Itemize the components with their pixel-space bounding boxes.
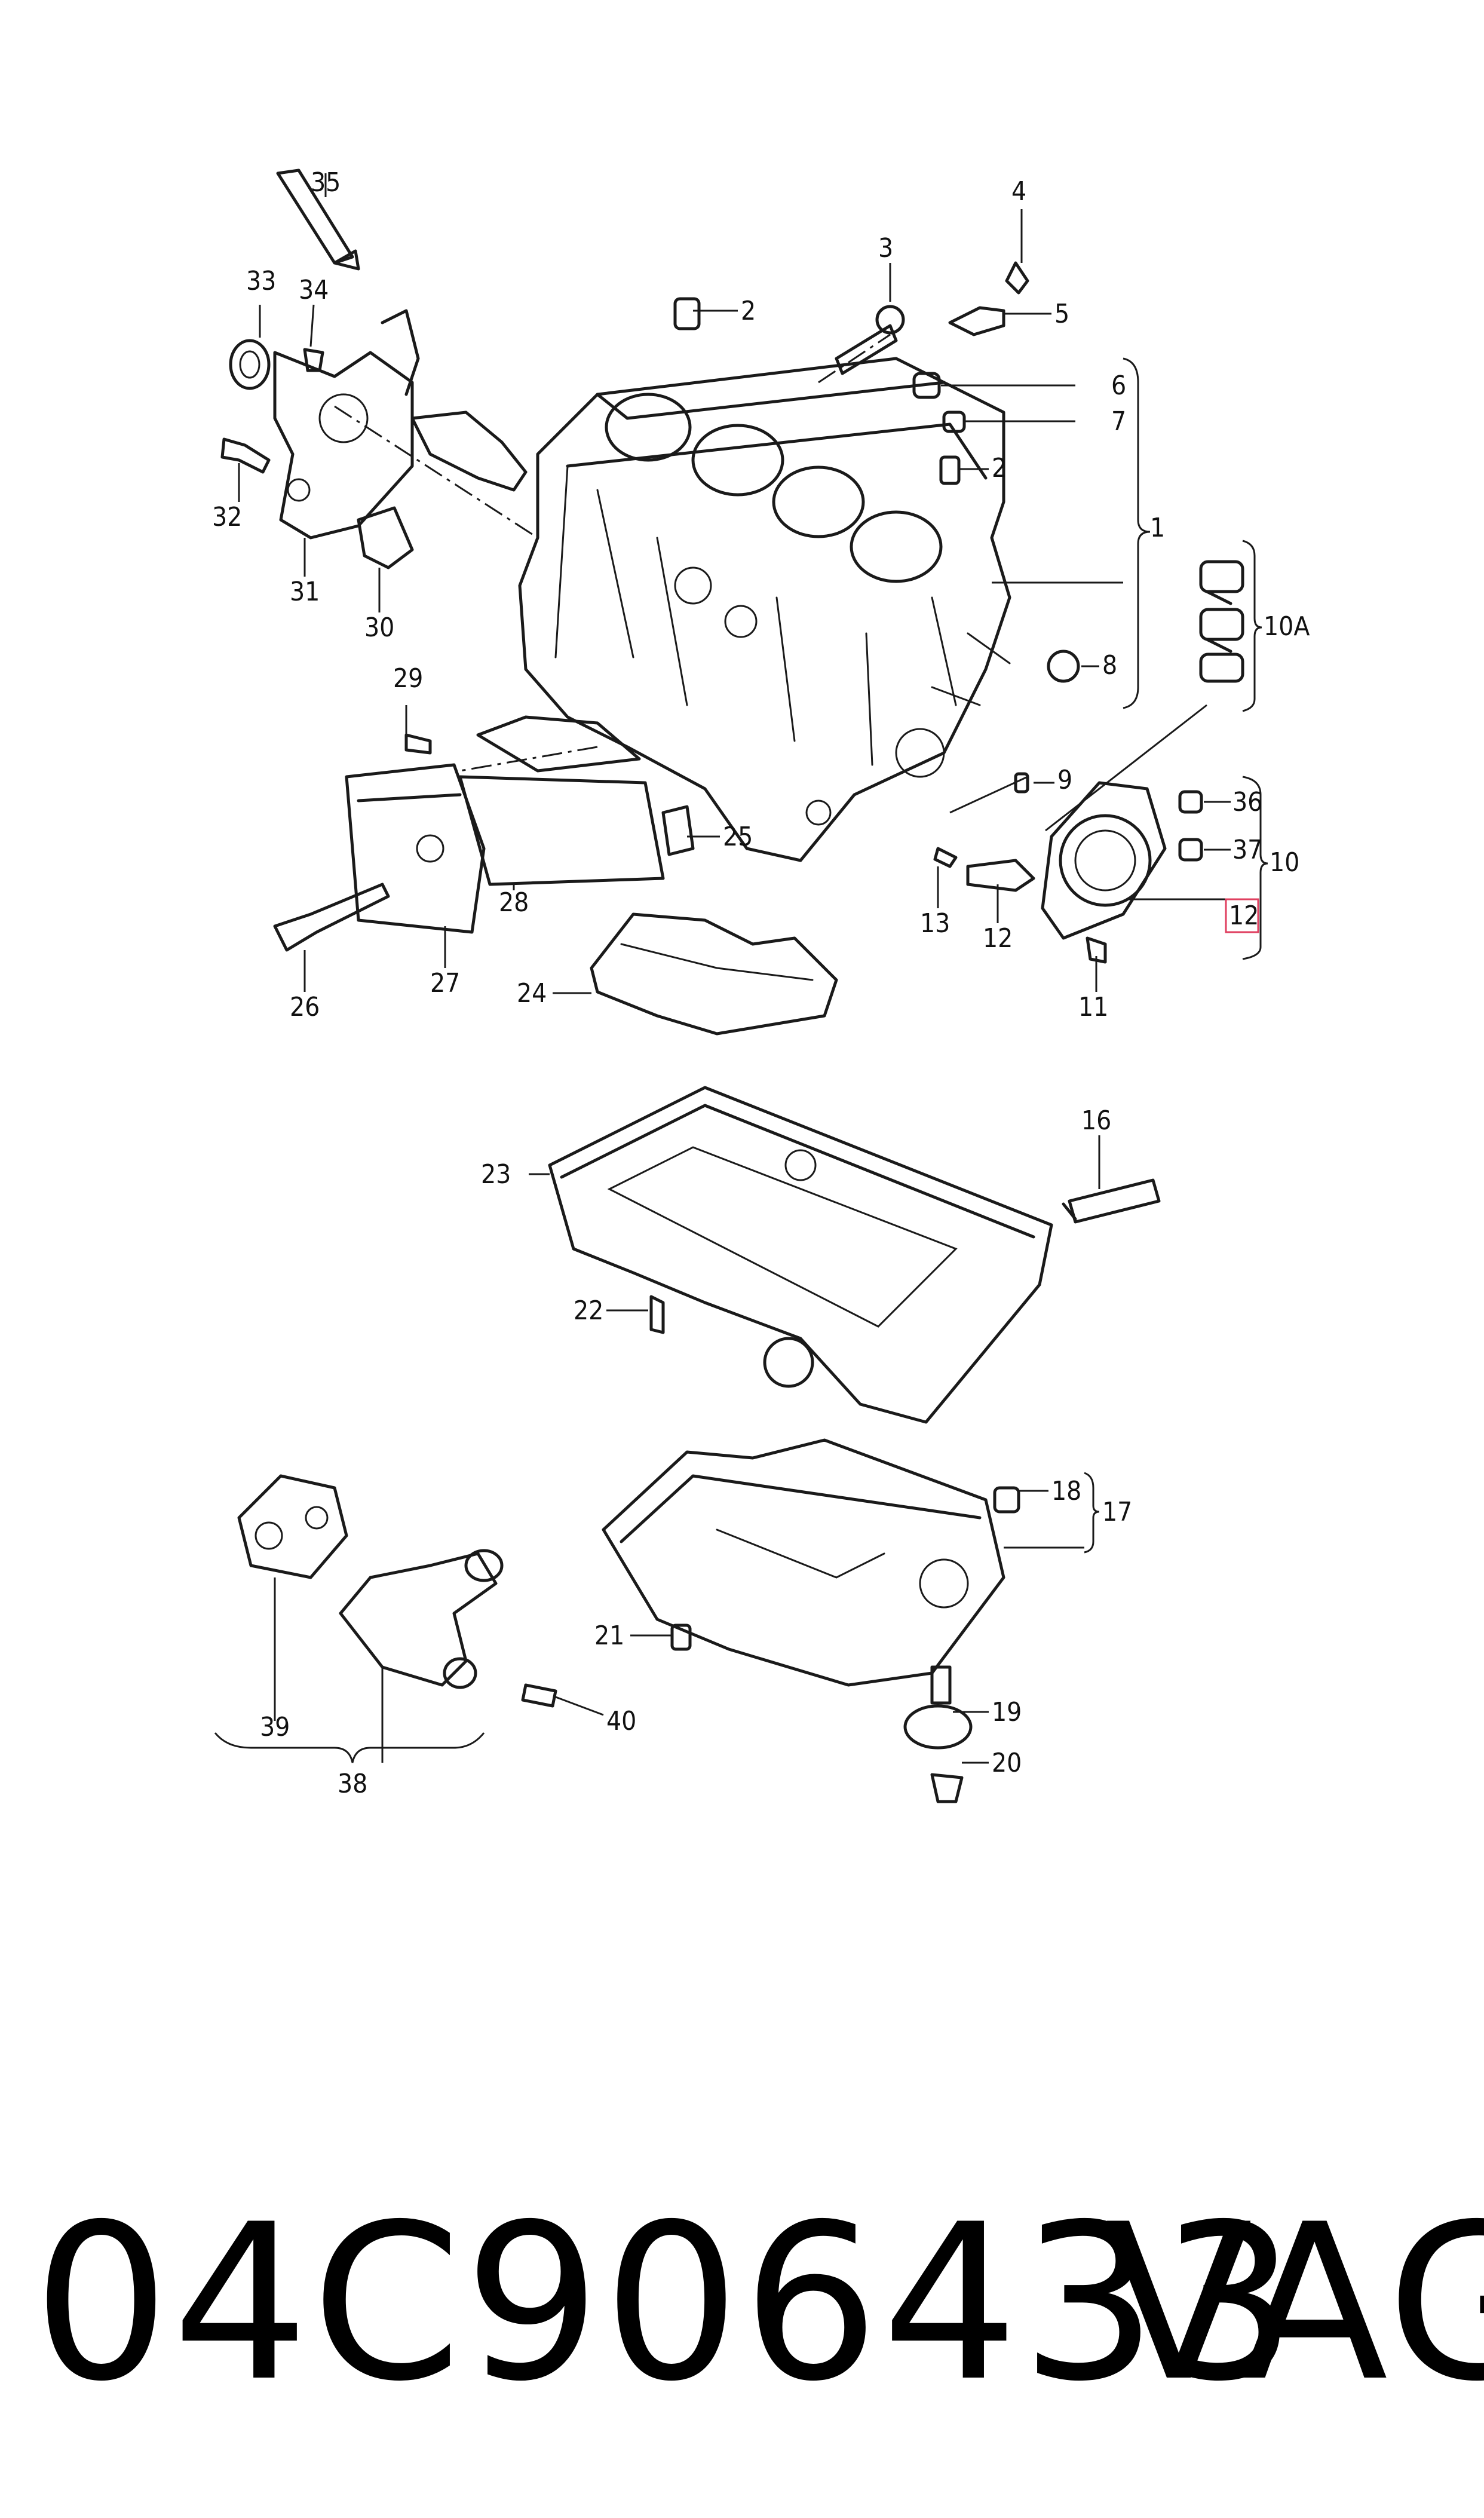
- breather-group: [273, 715, 695, 952]
- label-4: 4: [1011, 176, 1026, 207]
- label-33: 33: [246, 266, 276, 296]
- label-25: 25: [723, 822, 753, 852]
- label-38: 38: [338, 1769, 367, 1799]
- label-19: 19: [992, 1697, 1022, 1727]
- label-34: 34: [299, 275, 329, 305]
- oil-baffle: [590, 912, 838, 1036]
- label-29: 29: [393, 663, 423, 694]
- brand-name: VAG: [1105, 2178, 1484, 2428]
- label-11: 11: [1078, 992, 1108, 1022]
- label-23: 23: [481, 1159, 511, 1190]
- label-26: 26: [290, 992, 320, 1022]
- label-10: 10: [1270, 847, 1299, 878]
- label-8: 8: [1102, 650, 1117, 681]
- callout-labels: 1 2 2 3 4 5 6 7 8 9 10 10A 11 12 12 13 1…: [212, 167, 1310, 1799]
- label-13: 13: [920, 908, 950, 939]
- upper-oil-pan: [548, 1086, 1161, 1424]
- label-22: 22: [574, 1295, 603, 1326]
- timing-cover-group: [220, 169, 528, 569]
- label-27: 27: [430, 968, 460, 998]
- label-21: 21: [594, 1621, 624, 1651]
- label-35: 35: [311, 167, 341, 198]
- engine-block: [518, 357, 1011, 862]
- part-number: 04C906433: [33, 2178, 1299, 2428]
- label-39: 39: [260, 1712, 290, 1742]
- label-1: 1: [1150, 513, 1165, 543]
- leader-lines: [214, 173, 1268, 1764]
- coolant-flange-group: [237, 1474, 557, 1708]
- label-31: 31: [290, 577, 320, 607]
- label-3: 3: [878, 233, 893, 264]
- lower-oil-pan: [602, 1438, 1020, 1803]
- label-20: 20: [992, 1748, 1022, 1778]
- label-2a: 2: [741, 296, 756, 326]
- label-2b: 2: [992, 453, 1007, 483]
- label-37: 37: [1232, 835, 1262, 865]
- exploded-parts-diagram: 1 2 2 3 4 5 6 7 8 9 10 10A 11 12 12 13 1…: [212, 167, 1310, 1803]
- label-12a: 12: [983, 923, 1013, 954]
- highlight-box: [1225, 898, 1259, 933]
- label-5: 5: [1054, 299, 1069, 329]
- label-40: 40: [606, 1706, 636, 1736]
- label-16: 16: [1081, 1105, 1111, 1136]
- label-18: 18: [1051, 1476, 1081, 1506]
- label-7: 7: [1111, 406, 1126, 437]
- label-32: 32: [212, 502, 242, 532]
- top-small-parts: [673, 261, 1080, 683]
- label-10a: 10A: [1264, 611, 1310, 642]
- label-28: 28: [499, 887, 529, 918]
- label-12b: 12: [1229, 900, 1259, 931]
- label-9: 9: [1057, 765, 1072, 795]
- bolt-set-10a: [1199, 560, 1244, 683]
- label-24: 24: [517, 978, 547, 1009]
- rear-seal-flange: [933, 772, 1203, 964]
- label-30: 30: [364, 612, 394, 643]
- label-36: 36: [1232, 787, 1262, 817]
- label-6: 6: [1111, 370, 1126, 401]
- label-17: 17: [1102, 1497, 1132, 1527]
